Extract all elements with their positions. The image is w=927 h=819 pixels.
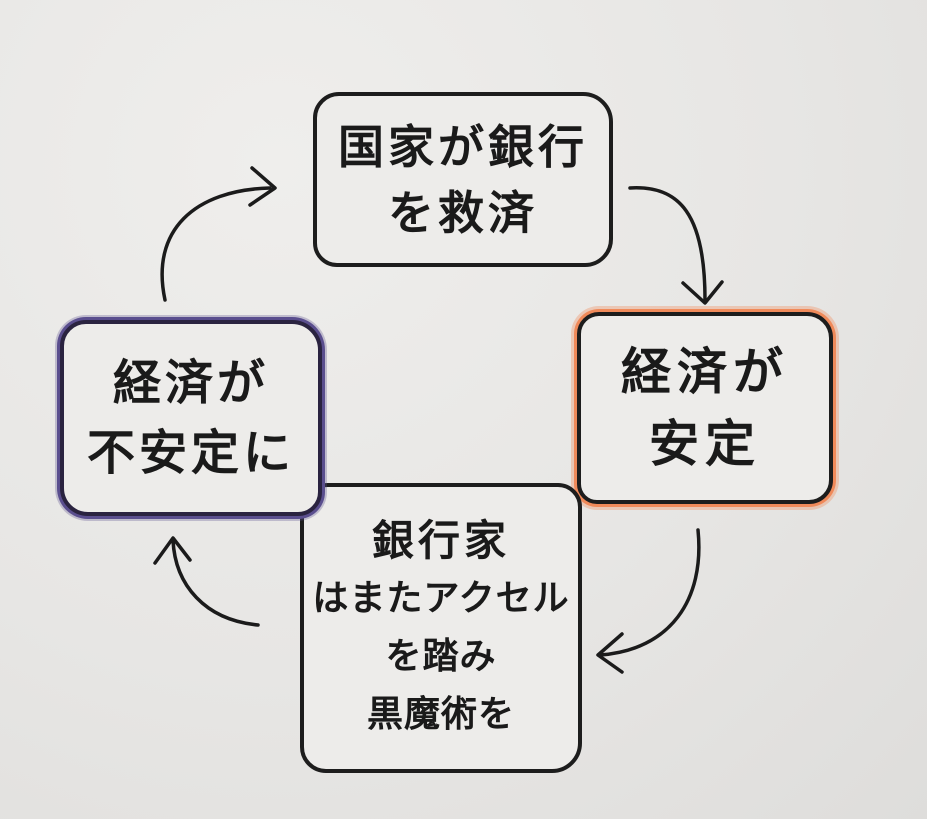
box-top-line-1: 国家が銀行 [338, 119, 588, 174]
arrow-bottom-to-left [171, 538, 260, 627]
arrowhead-bottom-to-left [153, 536, 192, 565]
box-bottom-line-1: 銀行家 [371, 516, 510, 565]
arrow-left-to-top [160, 186, 272, 302]
box-right-line-2: 安定 [649, 415, 761, 473]
box-bottom-line-3: を踏み [385, 636, 497, 677]
arrowhead-right-to-bottom [596, 632, 624, 674]
arrowhead-top-to-right [681, 280, 724, 305]
box-economy-stable: 経済が 安定 [577, 312, 833, 504]
box-bankers-accelerate: 銀行家 はまたアクセル を踏み 黒魔術を [300, 483, 582, 773]
arrowhead-left-to-top [248, 166, 277, 207]
box-left-line-1: 経済が [112, 355, 269, 411]
box-economy-unstable: 経済が 不安定に [60, 320, 322, 516]
box-left-line-2: 不安定に [86, 425, 295, 481]
box-bottom-line-4: 黒魔術を [366, 694, 515, 735]
box-right-line-1: 経済が [621, 343, 789, 401]
box-state-bailout: 国家が銀行 を救済 [313, 92, 613, 267]
box-top-line-2: を救済 [388, 185, 538, 240]
arrow-right-to-bottom [598, 528, 701, 657]
arrow-top-to-right [628, 186, 707, 302]
box-bottom-line-2: はまたアクセル [312, 578, 570, 619]
